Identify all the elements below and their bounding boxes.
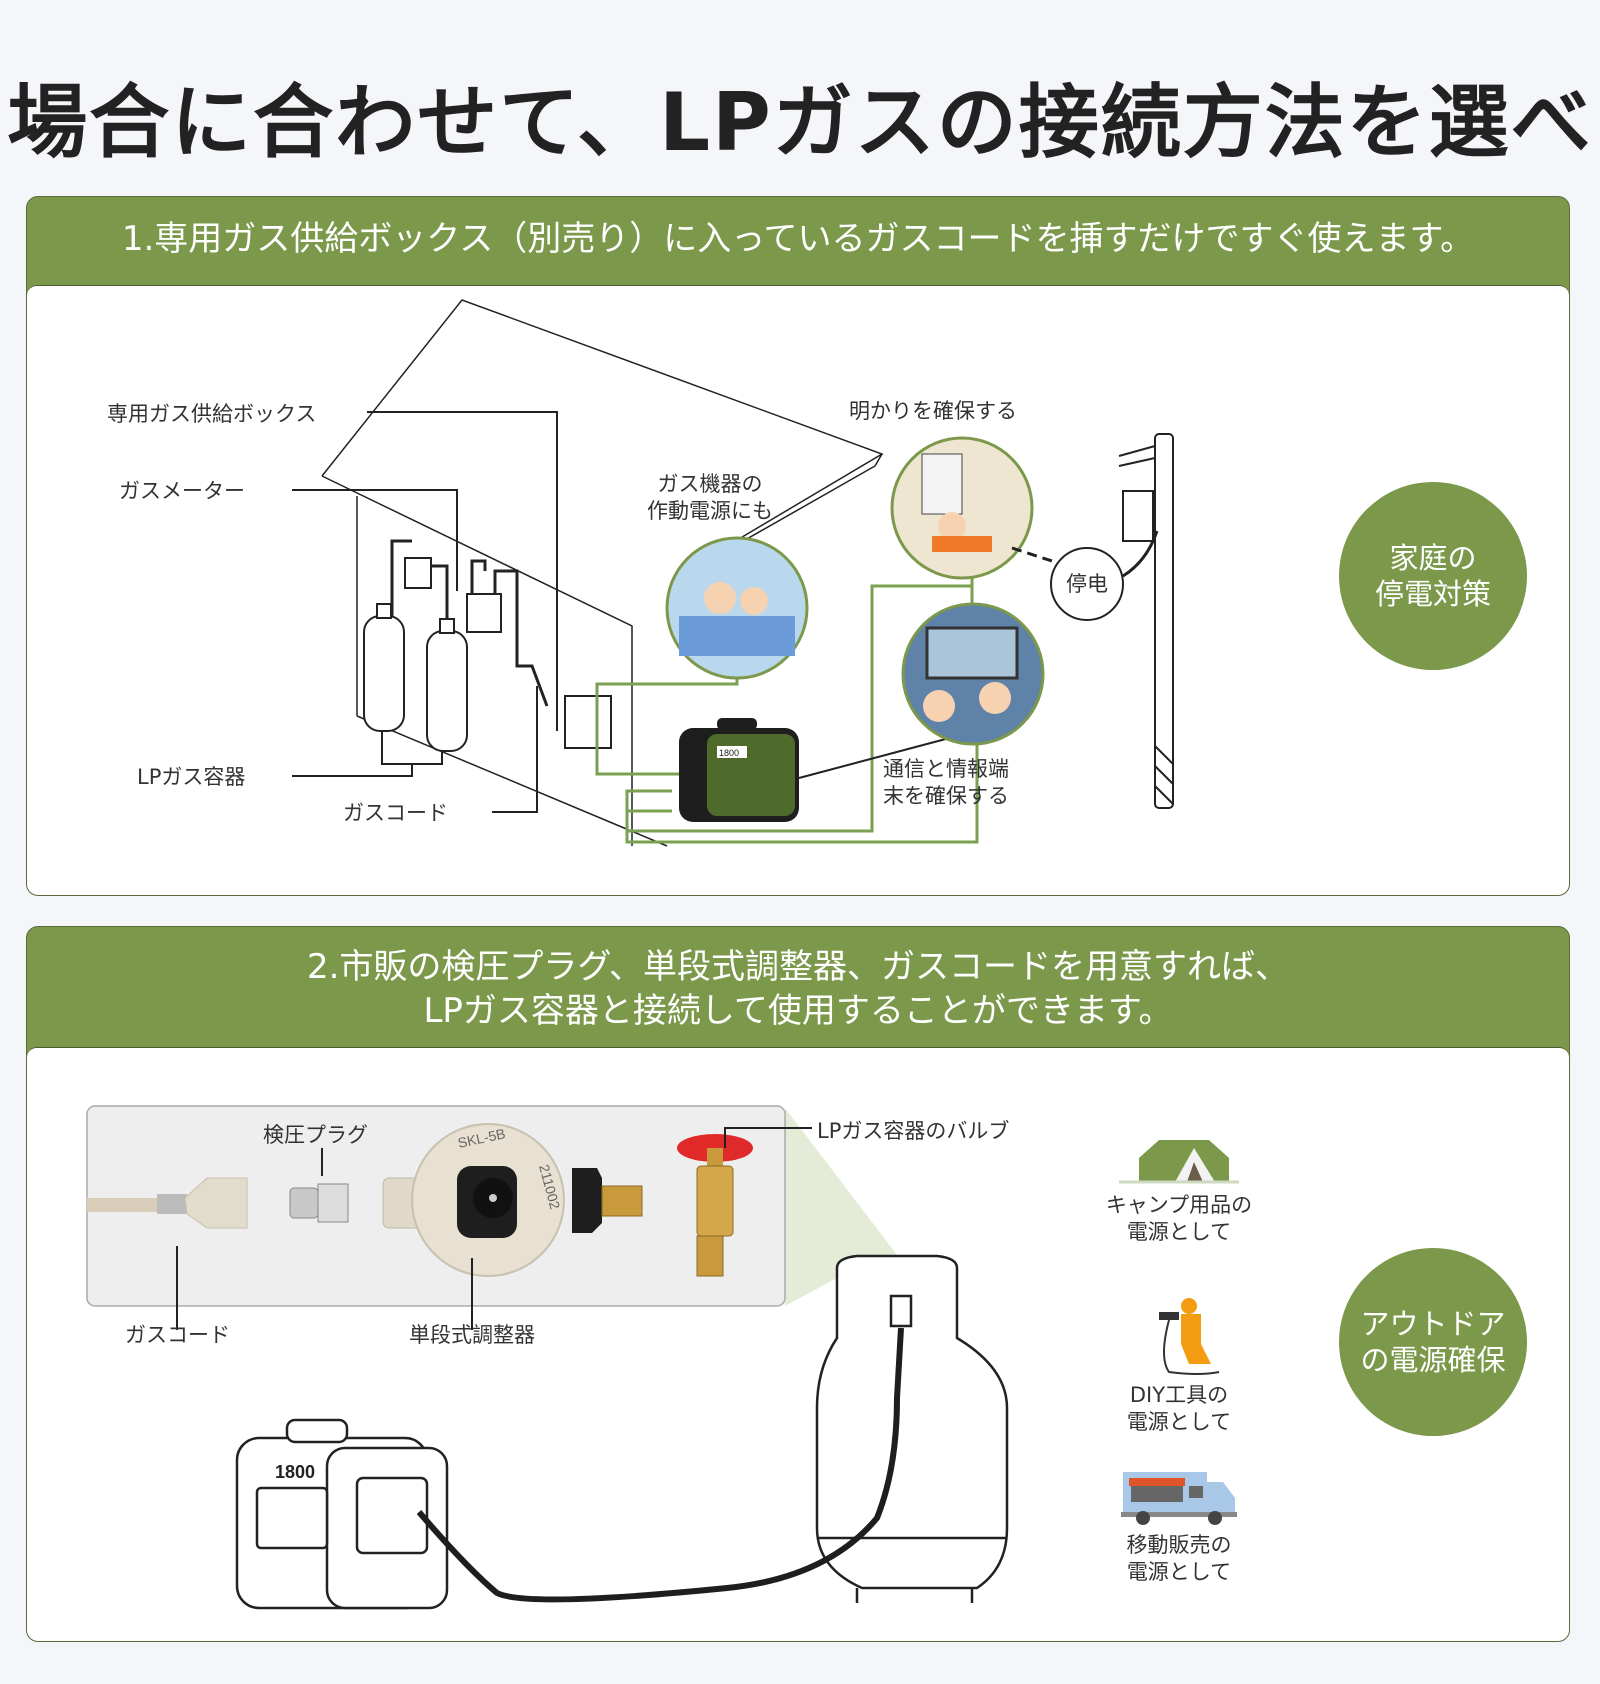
- illustration-lighting: [890, 436, 1034, 580]
- outage-circle: [1050, 547, 1124, 621]
- gas-pipes: [390, 539, 549, 707]
- generator-model-text: 1800: [719, 748, 739, 758]
- food-truck-icon: [1121, 1472, 1237, 1525]
- generator: 1800: [679, 718, 799, 822]
- section-home-outage: 1.専用ガス供給ボックス（別売り）に入っているガスコードを挿すだけですぐ使えます…: [26, 196, 1570, 896]
- part-callout-lines: [176, 1127, 812, 1330]
- regulator-part: SKL-5B 211002: [382, 1123, 643, 1277]
- section-outdoor: 2.市販の検圧プラグ、単段式調整器、ガスコードを用意すれば、 LPガス容器と接続…: [26, 926, 1570, 1642]
- callout-gas-cord: ガスコード: [343, 801, 448, 825]
- use-lighting: 明かりを確保する: [849, 399, 1017, 423]
- lp-cylinder-large: [815, 1254, 1009, 1603]
- callout-lines: [292, 411, 558, 813]
- regulator-shape: [404, 557, 432, 589]
- label-pressure-plug: 検圧プラグ: [263, 1123, 368, 1147]
- use-case-diy: DIY工具の 電源として: [1089, 1298, 1269, 1436]
- section2-header: 2.市販の検圧プラグ、単段式調整器、ガスコードを用意すれば、 LPガス容器と接続…: [306, 947, 1290, 1031]
- connection-diagram: SKL-5B 211002: [86, 1105, 1009, 1610]
- section1-body: 1800: [27, 285, 1569, 895]
- lp-cylinders: [363, 603, 468, 752]
- label-regulator: 単段式調整器: [409, 1323, 535, 1347]
- valve-part: [677, 1134, 753, 1277]
- use-case-camping: キャンプ用品の 電源として: [1089, 1138, 1269, 1246]
- badge-home-outage: 家庭の 停電対策: [1339, 482, 1527, 670]
- section2-body: SKL-5B 211002: [27, 1047, 1569, 1641]
- generator2-model-text: 1800: [275, 1462, 315, 1482]
- use-gas-appliance: ガス機器の 作動電源にも: [647, 472, 773, 523]
- badge-outdoor: アウトドア の電源確保: [1339, 1248, 1527, 1436]
- use-communication: 通信と情報端 末を確保する: [883, 757, 1009, 808]
- utility-pole: [1118, 433, 1174, 809]
- label-valve: LPガス容器のバルブ: [817, 1119, 1010, 1143]
- gas-hose: [416, 1327, 904, 1603]
- gas-meter-shape: [466, 593, 502, 633]
- gas-cord-part: [87, 1177, 248, 1229]
- supply-box-shape: [564, 695, 612, 749]
- section1-header: 1.専用ガス供給ボックス（別売り）に入っているガスコードを挿すだけですぐ使えます…: [121, 219, 1475, 259]
- house-diagram: 1800: [292, 299, 1174, 847]
- callout-lp-container: LPガス容器: [137, 765, 246, 789]
- pressure-plug-part: [289, 1183, 349, 1223]
- tent-icon: [1119, 1140, 1239, 1184]
- callout-gas-meter: ガスメーター: [119, 479, 245, 503]
- use-case-food-truck: 移動販売の 電源として: [1089, 1468, 1269, 1586]
- outage-label: 停电: [1066, 572, 1108, 596]
- callout-supply-box: 専用ガス供給ボックス: [107, 402, 317, 426]
- illustration-tv: [901, 602, 1045, 746]
- label-gas-cord: ガスコード: [125, 1323, 230, 1347]
- generator-outline: 1800: [235, 1418, 449, 1610]
- illustration-bath: [665, 536, 809, 680]
- diy-worker-icon: [1159, 1298, 1220, 1375]
